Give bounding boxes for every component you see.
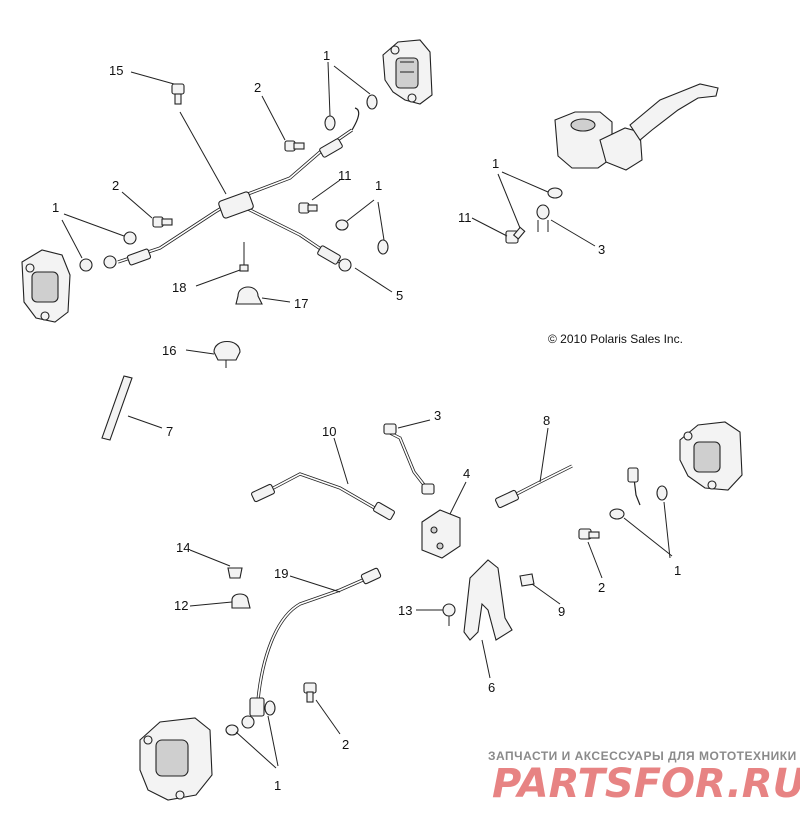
callout-1-top: 1: [323, 48, 330, 63]
callout-2-left: 2: [112, 178, 119, 193]
lower-brake-lines: [225, 423, 668, 736]
leader-lines: [61, 61, 673, 769]
caliper-left: [21, 249, 71, 323]
watermark-brand: PARTSFOR.RU: [492, 761, 800, 807]
callout-1-right: 1: [492, 156, 499, 171]
callout-labels: 1 15 2 2 11 1 1 1 11 3 18 17 5 © 2010 Po…: [52, 48, 683, 793]
watermark: ЗАПЧАСТИ И АКСЕССУАРЫ ДЛЯ МОТОТЕХНИКИ PA…: [488, 749, 800, 807]
callout-11-right: 11: [458, 210, 472, 225]
copyright-notice: © 2010 Polaris Sales Inc.: [548, 332, 683, 346]
callout-3-right: 3: [598, 242, 605, 257]
callout-8: 8: [543, 413, 550, 428]
callout-7: 7: [166, 424, 173, 439]
callout-14: 14: [176, 540, 190, 555]
washers-and-bolts: [79, 83, 563, 441]
callout-13: 13: [398, 603, 412, 618]
callout-2-bottom: 2: [342, 737, 349, 752]
watermark-tagline: ЗАПЧАСТИ И АКСЕССУАРЫ ДЛЯ МОТОТЕХНИКИ: [488, 749, 797, 763]
callout-1-bottom: 1: [274, 778, 281, 793]
front-brake-line-assembly: [103, 107, 360, 272]
callout-15: 15: [109, 63, 123, 78]
master-cylinder: [554, 83, 719, 171]
callout-19: 19: [274, 566, 288, 581]
callout-4: 4: [463, 466, 470, 481]
callout-1-left: 1: [52, 200, 59, 215]
callout-17: 17: [294, 296, 308, 311]
caliper-bottom-left: [139, 717, 213, 801]
caliper-mid-right: [679, 421, 743, 491]
callout-9: 9: [558, 604, 565, 619]
callout-10: 10: [322, 424, 336, 439]
callout-3-center: 3: [434, 408, 441, 423]
callout-11-mid: 11: [338, 168, 352, 183]
callout-6: 6: [488, 680, 495, 695]
callout-1-mid: 1: [375, 178, 382, 193]
callout-5: 5: [396, 288, 403, 303]
caliper-top-right: [382, 39, 433, 105]
callout-18: 18: [172, 280, 186, 295]
callout-2-right: 2: [598, 580, 605, 595]
callout-12: 12: [174, 598, 188, 613]
callout-16: 16: [162, 343, 176, 358]
callout-1-lower-right: 1: [674, 563, 681, 578]
callout-2-top: 2: [254, 80, 261, 95]
